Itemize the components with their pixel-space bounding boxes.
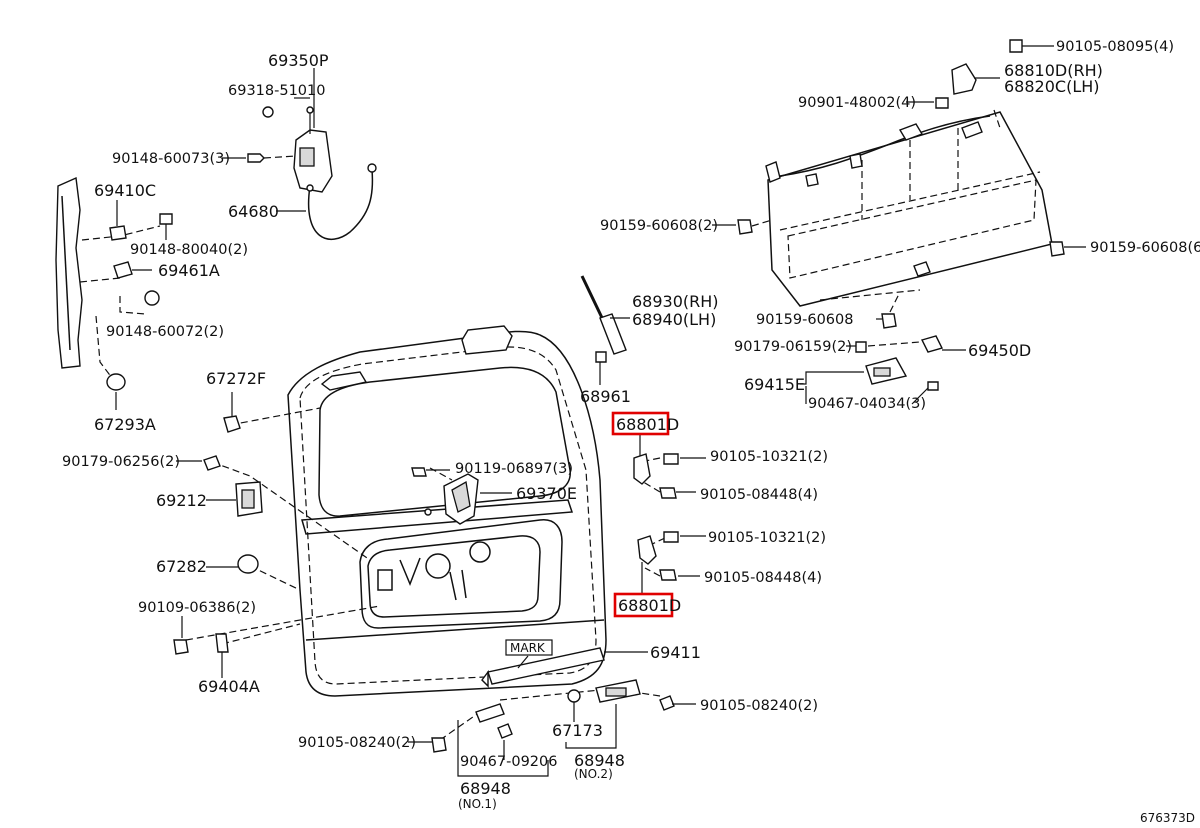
hinge-68948-no2 <box>565 679 696 749</box>
bolt-90148-60072 <box>144 290 160 306</box>
label-mark: MARK <box>510 641 546 655</box>
bolt-90159-60608 <box>876 291 901 329</box>
label-90467-09206: 90467-09206 <box>460 754 558 770</box>
label-68801D-top: 68801D <box>616 415 679 434</box>
side-trim-panel <box>55 176 161 379</box>
back-door-panel <box>287 325 607 697</box>
label-68940-lh: 68940(LH) <box>632 310 716 329</box>
label-69370E: 69370E <box>516 484 577 503</box>
label-90105-08095: 90105-08095(4) <box>1056 39 1174 55</box>
label-69318-51010: 69318-51010 <box>228 83 326 99</box>
label-90105-08448-a: 90105-08448(4) <box>700 487 818 503</box>
bolt-90179-06256 <box>176 455 221 471</box>
hinge-68948-no1 <box>408 703 549 777</box>
damper-stay-69411 <box>481 647 648 688</box>
label-68801D-bottom: 68801D <box>618 596 681 615</box>
label-no2: (NO.2) <box>574 767 613 781</box>
bolt-90109-06386 <box>173 616 189 655</box>
label-90159-60608-2: 90159-60608(2) <box>600 218 718 234</box>
hinge-68801D-lower <box>637 531 706 594</box>
stud-68961 <box>595 351 607 385</box>
diagram-id: 676373D <box>1140 811 1195 825</box>
label-69411: 69411 <box>650 643 701 662</box>
outer-handle-69370E <box>411 467 512 525</box>
bumper-67272F <box>223 392 241 433</box>
label-90109-06386: 90109-06386(2) <box>138 600 256 616</box>
label-90105-08448-b: 90105-08448(4) <box>704 570 822 586</box>
label-69212: 69212 <box>156 491 207 510</box>
grommet-67282 <box>206 554 259 574</box>
damper-stay-68930 <box>580 275 630 355</box>
label-90148-60072: 90148-60072(2) <box>106 324 224 340</box>
bracket-69415E <box>800 357 939 405</box>
label-69415E: 69415E <box>744 375 805 394</box>
bolt-90148-80040 <box>159 213 173 240</box>
label-69450D: 69450D <box>968 341 1031 360</box>
bracket-69450D <box>846 335 966 353</box>
bolt-90159-60608-2 <box>712 219 773 235</box>
label-69410C: 69410C <box>94 181 156 200</box>
label-68810D-rh: 68810D(RH) <box>1004 61 1103 80</box>
roof-panel <box>765 111 1053 307</box>
label-68948-no2: 68948 <box>574 751 625 770</box>
label-90148-80040: 90148-80040(2) <box>130 242 248 258</box>
label-no1: (NO.1) <box>458 797 497 811</box>
latch-assembly <box>247 106 333 193</box>
label-90179-06159: 90179-06159(2) <box>734 339 852 355</box>
mark-box <box>505 639 553 656</box>
highlight-68801D-top <box>611 411 670 436</box>
label-90105-08240-left: 90105-08240(2) <box>298 735 416 751</box>
label-90159-60608: 90159-60608 <box>756 312 854 328</box>
label-90179-06256: 90179-06256(2) <box>62 454 180 470</box>
highlight-68801D-bottom <box>613 592 674 618</box>
label-67272F: 67272F <box>206 369 266 388</box>
release-cable <box>276 163 377 241</box>
hinge-68801D-upper <box>633 434 706 499</box>
label-90105-10321-a: 90105-10321(2) <box>710 449 828 465</box>
label-67173: 67173 <box>552 721 603 740</box>
clip-69461A <box>113 261 152 279</box>
clip-69410C <box>109 200 127 241</box>
label-68930-rh: 68930(RH) <box>632 292 719 311</box>
hinge-68810D <box>906 39 1054 129</box>
lock-69212 <box>206 481 263 517</box>
label-90119-06897: 90119-06897(3) <box>455 461 573 477</box>
label-90105-10321-b: 90105-10321(2) <box>708 530 826 546</box>
label-68948-no1: 68948 <box>460 779 511 798</box>
label-64680: 64680 <box>228 202 279 221</box>
bracket-69404A <box>215 633 229 678</box>
label-90148-60073: 90148-60073(3) <box>112 151 230 167</box>
part-labels: 69350P 69318-51010 90148-60073(3) 64680 … <box>62 39 1200 825</box>
label-68961: 68961 <box>580 387 631 406</box>
label-90467-04034: 90467-04034(3) <box>808 396 926 412</box>
bolt-90159-60608-6 <box>1049 241 1086 257</box>
label-68820C-lh: 68820C(LH) <box>1004 77 1100 96</box>
label-67282: 67282 <box>156 557 207 576</box>
label-90105-08240-right: 90105-08240(2) <box>700 698 818 714</box>
clip-67293A <box>106 373 126 410</box>
label-90159-60608-6: 90159-60608(6) <box>1090 240 1200 256</box>
label-90901-48002: 90901-48002(4) <box>798 95 916 111</box>
label-69404A: 69404A <box>198 677 260 696</box>
label-67293A: 67293A <box>94 415 156 434</box>
label-69350P: 69350P <box>268 51 329 70</box>
label-69461A: 69461A <box>158 261 220 280</box>
